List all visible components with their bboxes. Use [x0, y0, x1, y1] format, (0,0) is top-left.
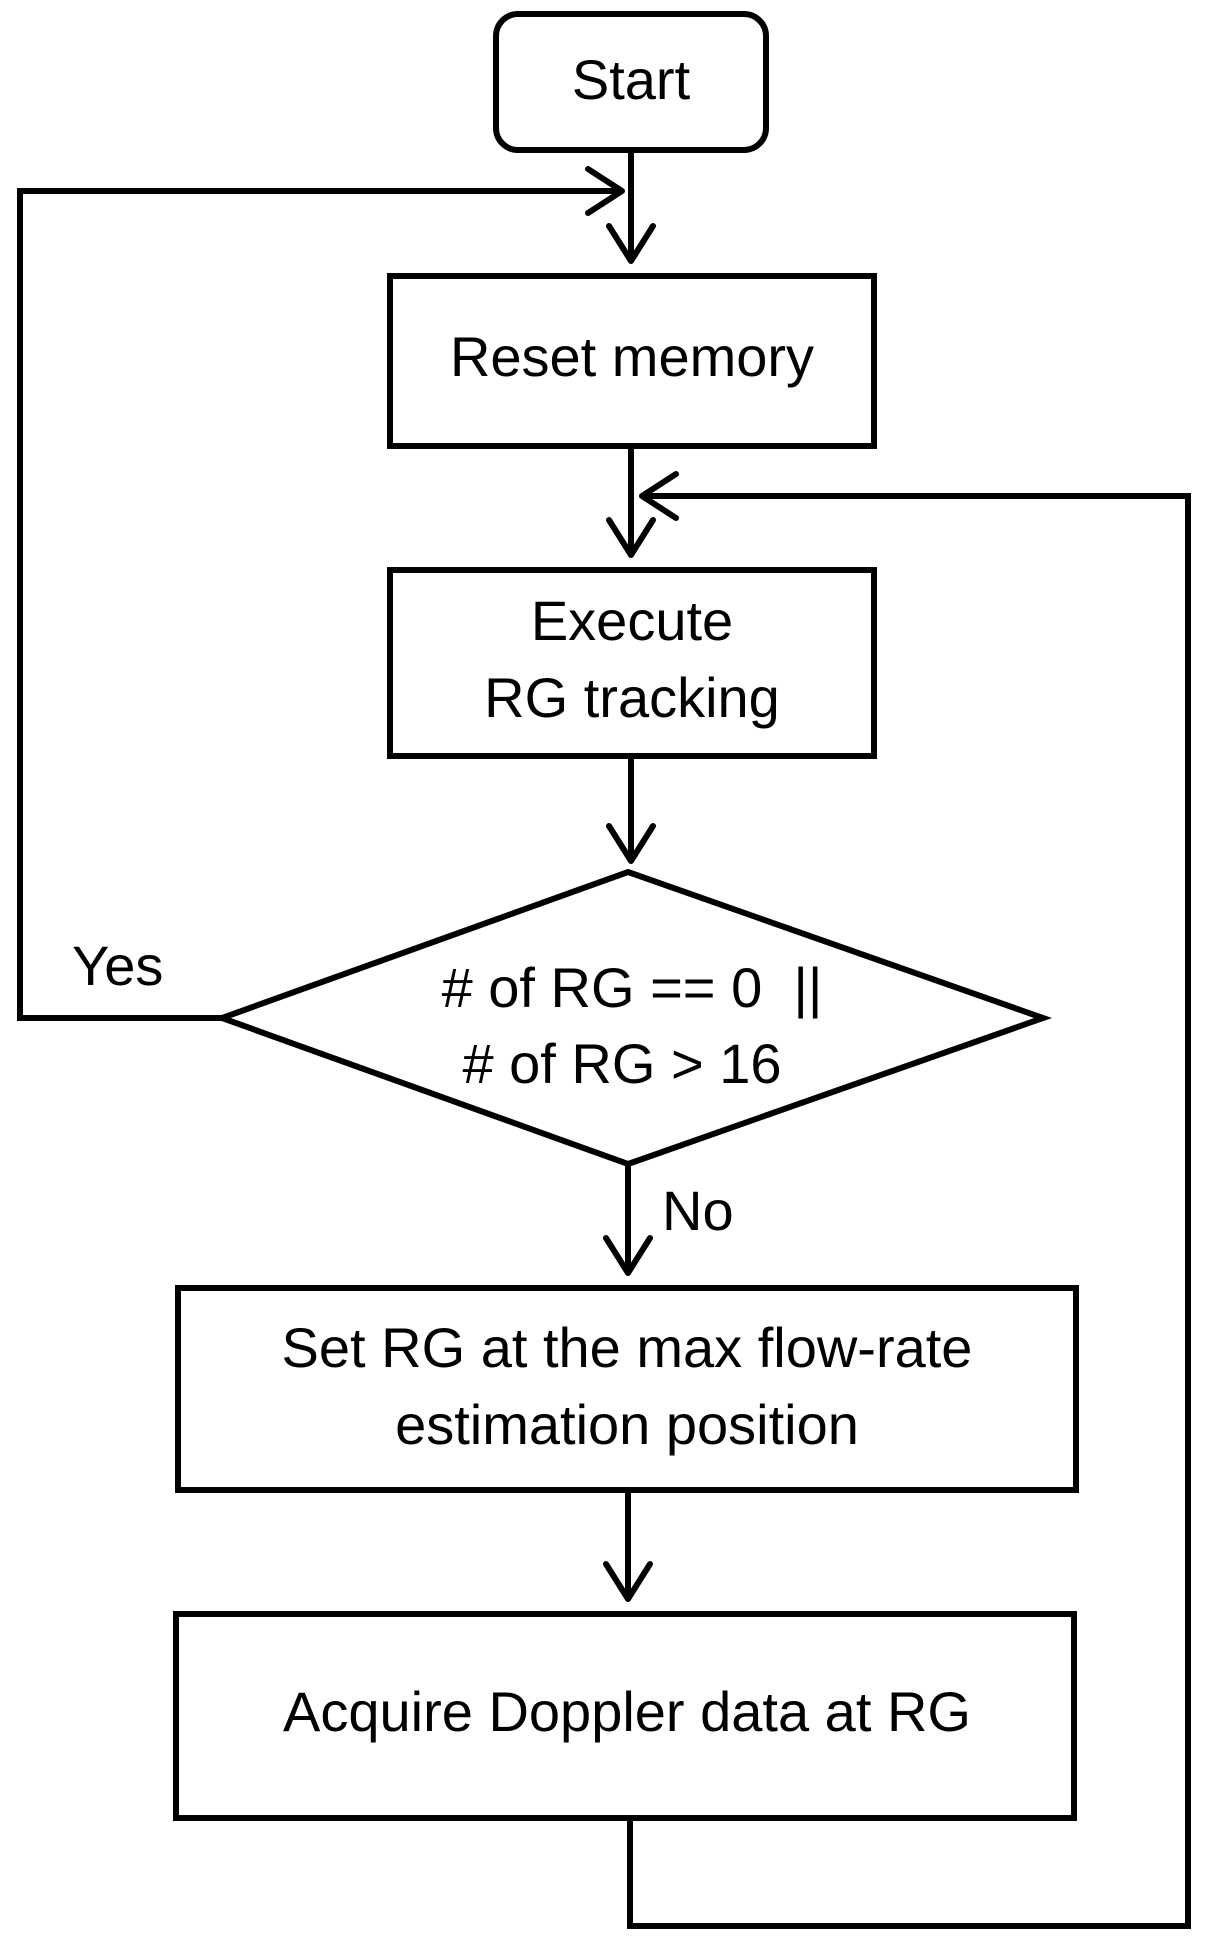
decision-label-line1: # of RG == 0 || [442, 956, 823, 1019]
execute-tracking-node: Execute RG tracking [387, 567, 877, 759]
acquire-doppler-label: Acquire Doppler data at RG [283, 1680, 971, 1743]
arrowhead-execute-to-decision [606, 823, 656, 864]
yes-label: Yes [72, 934, 163, 997]
start-node: Start [493, 11, 769, 153]
execute-tracking-label-line2: RG tracking [484, 666, 780, 729]
decision-label-line2: # of RG > 16 [462, 1032, 781, 1095]
arrowhead-yes-loop [585, 166, 625, 216]
reset-memory-node: Reset memory [387, 273, 877, 449]
set-rg-label-line1: Set RG at the max flow-rate [282, 1316, 973, 1379]
reset-memory-label: Reset memory [450, 325, 814, 388]
arrowhead-start-to-reset [606, 223, 656, 264]
arrowhead-set-rg-to-acquire [603, 1561, 653, 1602]
edge-decision-yes-loop [17, 188, 620, 1021]
connectors [17, 150, 1191, 1929]
execute-tracking-label-line1: Execute [531, 589, 733, 652]
start-label: Start [572, 48, 691, 111]
no-label: No [662, 1179, 734, 1242]
set-rg-label-line2: estimation position [395, 1393, 859, 1456]
arrowhead-decision-to-set-rg [603, 1235, 653, 1276]
edge-acquire-loop [627, 493, 1191, 1929]
acquire-doppler-node: Acquire Doppler data at RG [173, 1611, 1077, 1821]
arrowhead-acquire-loop [639, 471, 679, 521]
set-rg-node: Set RG at the max flow-rate estimation p… [175, 1285, 1079, 1493]
arrowhead-reset-to-execute [606, 517, 656, 558]
decision-node: # of RG == 0 || # of RG > 16 [213, 868, 1053, 1168]
